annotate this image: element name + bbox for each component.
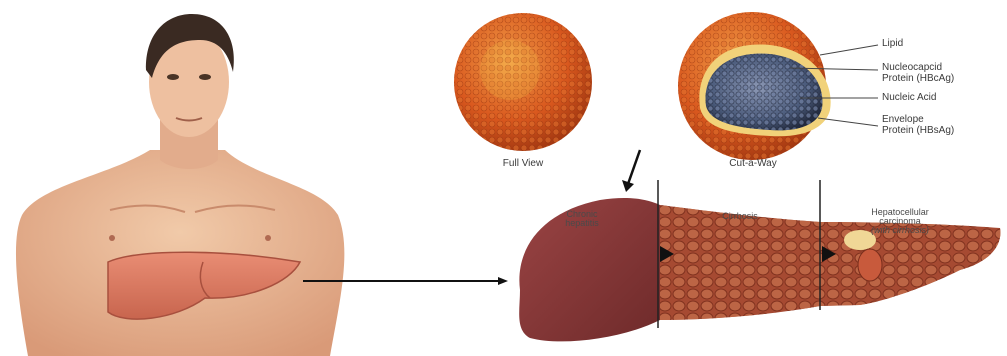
- full-view-label: Full View: [488, 158, 558, 169]
- stage-cirrhosis: Cirrhosis: [700, 212, 780, 221]
- callout-nucleic-acid: Nucleic Acid: [882, 92, 936, 103]
- human-torso: [16, 14, 344, 356]
- stage-hcc-note: (with cirrhosis): [850, 226, 950, 235]
- callout-lipid: Lipid: [882, 38, 903, 49]
- left-eye: [167, 74, 179, 80]
- virus-cutaway: [678, 12, 831, 160]
- stage-chronic-sub: hepatitis: [542, 219, 622, 228]
- callout-envelope-sub: Protein (HBsAg): [882, 125, 954, 136]
- tumor-mass-2: [858, 249, 882, 281]
- liver-progression: [519, 180, 1000, 341]
- right-eye: [199, 74, 211, 80]
- callout-envelope: Envelope: [882, 114, 924, 125]
- right-nipple: [265, 235, 271, 241]
- arrow-down: [622, 150, 640, 192]
- cutaway-label: Cut-a-Way: [716, 158, 790, 169]
- virus-full-view: [454, 13, 592, 151]
- left-nipple: [109, 235, 115, 241]
- callout-nucleocapsid: Nucleocapcid: [882, 62, 942, 73]
- callout-nucleocapsid-sub: Protein (HBcAg): [882, 73, 954, 84]
